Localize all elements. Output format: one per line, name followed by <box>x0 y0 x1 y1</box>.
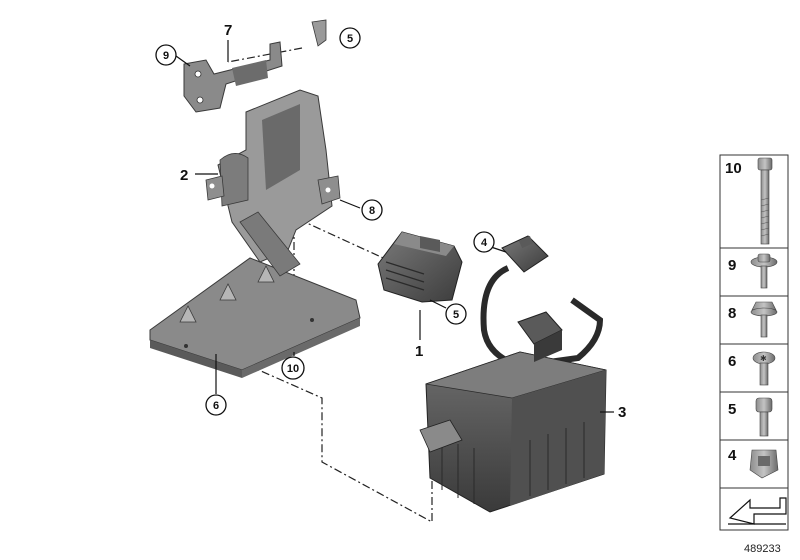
parts-legend: 10 9 8 6 ✱ <box>719 154 789 531</box>
reference-number: 489233 <box>744 543 781 555</box>
callout-9: 9 <box>155 44 177 66</box>
callout-8-label: 8 <box>369 205 375 217</box>
legend-item-8: 8 <box>728 301 778 338</box>
callout-5-top-label: 5 <box>347 33 353 45</box>
callout-2: 2 <box>180 167 188 184</box>
callout-3-label: 3 <box>618 404 626 421</box>
legend-item-4: 4 <box>728 447 779 479</box>
callout-7: 7 <box>224 22 232 39</box>
callout-5-bottom-label: 5 <box>453 309 459 321</box>
callout-3: 3 <box>618 404 626 421</box>
callout-10: 10 <box>281 356 305 380</box>
callout-4: 4 <box>473 231 495 253</box>
bracket-part-7 <box>183 19 327 113</box>
legend-item-5: 5 <box>728 397 773 437</box>
callout-8: 8 <box>361 199 383 221</box>
callout-7-label: 7 <box>224 22 232 39</box>
control-unit-part-3 <box>419 235 607 513</box>
legend-item-6: 6 ✱ <box>728 351 776 386</box>
legend-item-8-label: 8 <box>728 305 736 322</box>
legend-item-6-label: 6 <box>728 353 736 370</box>
callout-10-label: 10 <box>287 363 299 375</box>
legend-item-10: 10 <box>725 157 773 245</box>
legend-item-9: 9 <box>728 253 778 289</box>
callout-9-label: 9 <box>163 50 169 62</box>
callout-6: 6 <box>205 394 227 416</box>
callout-5-bottom: 5 <box>445 303 467 325</box>
callout-4-label: 4 <box>481 237 488 249</box>
module-part-1 <box>377 231 463 303</box>
callout-1: 1 <box>415 343 423 360</box>
legend-item-5-label: 5 <box>728 401 736 418</box>
legend-item-10-label: 10 <box>725 160 742 177</box>
callout-5-top: 5 <box>339 27 361 49</box>
callout-1-label: 1 <box>415 343 423 360</box>
callout-6-label: 6 <box>213 400 219 412</box>
legend-item-4-label: 4 <box>728 447 737 464</box>
assembly-arrow-icon <box>728 497 787 525</box>
bracket-part-2 <box>149 89 361 378</box>
legend-item-9-label: 9 <box>728 257 736 274</box>
svg-text:✱: ✱ <box>760 354 767 363</box>
callout-2-label: 2 <box>180 167 188 184</box>
